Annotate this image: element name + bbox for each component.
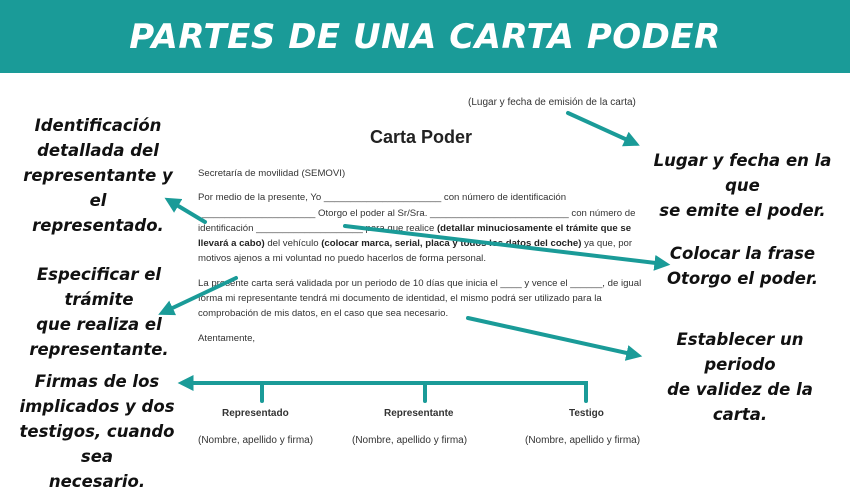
page-title: PARTES DE UNA CARTA PODER [129, 16, 721, 57]
arrow-identification [164, 197, 207, 224]
callout-date: Lugar y fecha en la que se emite el pode… [653, 151, 832, 220]
signature-note-testigo: (Nombre, apellido y firma) [525, 435, 641, 446]
para1-text-c: del vehículo [264, 238, 322, 250]
arrow-signatures [177, 375, 588, 403]
signature-label-representado: Representado [222, 408, 289, 419]
callout-validity: Establecer un periodo de validez de la c… [667, 330, 813, 424]
document-title: Carta Poder [370, 127, 473, 147]
document-paragraph-2: La presente carta será validada por un p… [198, 277, 642, 320]
document-body: Secretaría de movilidad (SEMOVI) Por med… [198, 166, 658, 355]
para1-text-e: ya que, por motivos ajenos a mi voluntad… [198, 238, 633, 265]
para1-text-a: Por medio de la presente, Yo ___________… [198, 192, 636, 234]
para1-text-d: (colocar marca, serial, placa y todos lo… [321, 238, 582, 250]
document-date-line: (Lugar y fecha de emisión de la carta) [468, 97, 636, 108]
document-closing: Atentamente, [198, 332, 256, 344]
header-banner: PARTES DE UNA CARTA PODER [0, 0, 850, 73]
signature-label-representante: Representante [384, 408, 454, 419]
signature-note-representante: (Nombre, apellido y firma) [352, 435, 468, 446]
document-addressee: Secretaría de movilidad (SEMOVI) [198, 168, 346, 179]
arrow-validity [466, 316, 643, 361]
callout-otorgo: Colocar la frase Otorgo el poder. [666, 244, 819, 288]
signature-note-representado: (Nombre, apellido y firma) [198, 435, 314, 446]
signature-label-testigo: Testigo [569, 408, 604, 419]
arrow-tramite [158, 276, 238, 316]
arrow-date [566, 111, 640, 147]
para1-text-b: (detallar minuciosamente el trámite que … [198, 222, 632, 250]
document-paragraph-1: Por medio de la presente, Yo ___________… [198, 190, 658, 266]
callout-identification: Identificación detallada del representan… [23, 116, 173, 235]
callout-tramite: Especificar el trámite que realiza el re… [29, 265, 169, 359]
callout-signatures: Firmas de los implicados y dos testigos,… [19, 372, 175, 491]
arrow-otorgo [343, 224, 671, 271]
